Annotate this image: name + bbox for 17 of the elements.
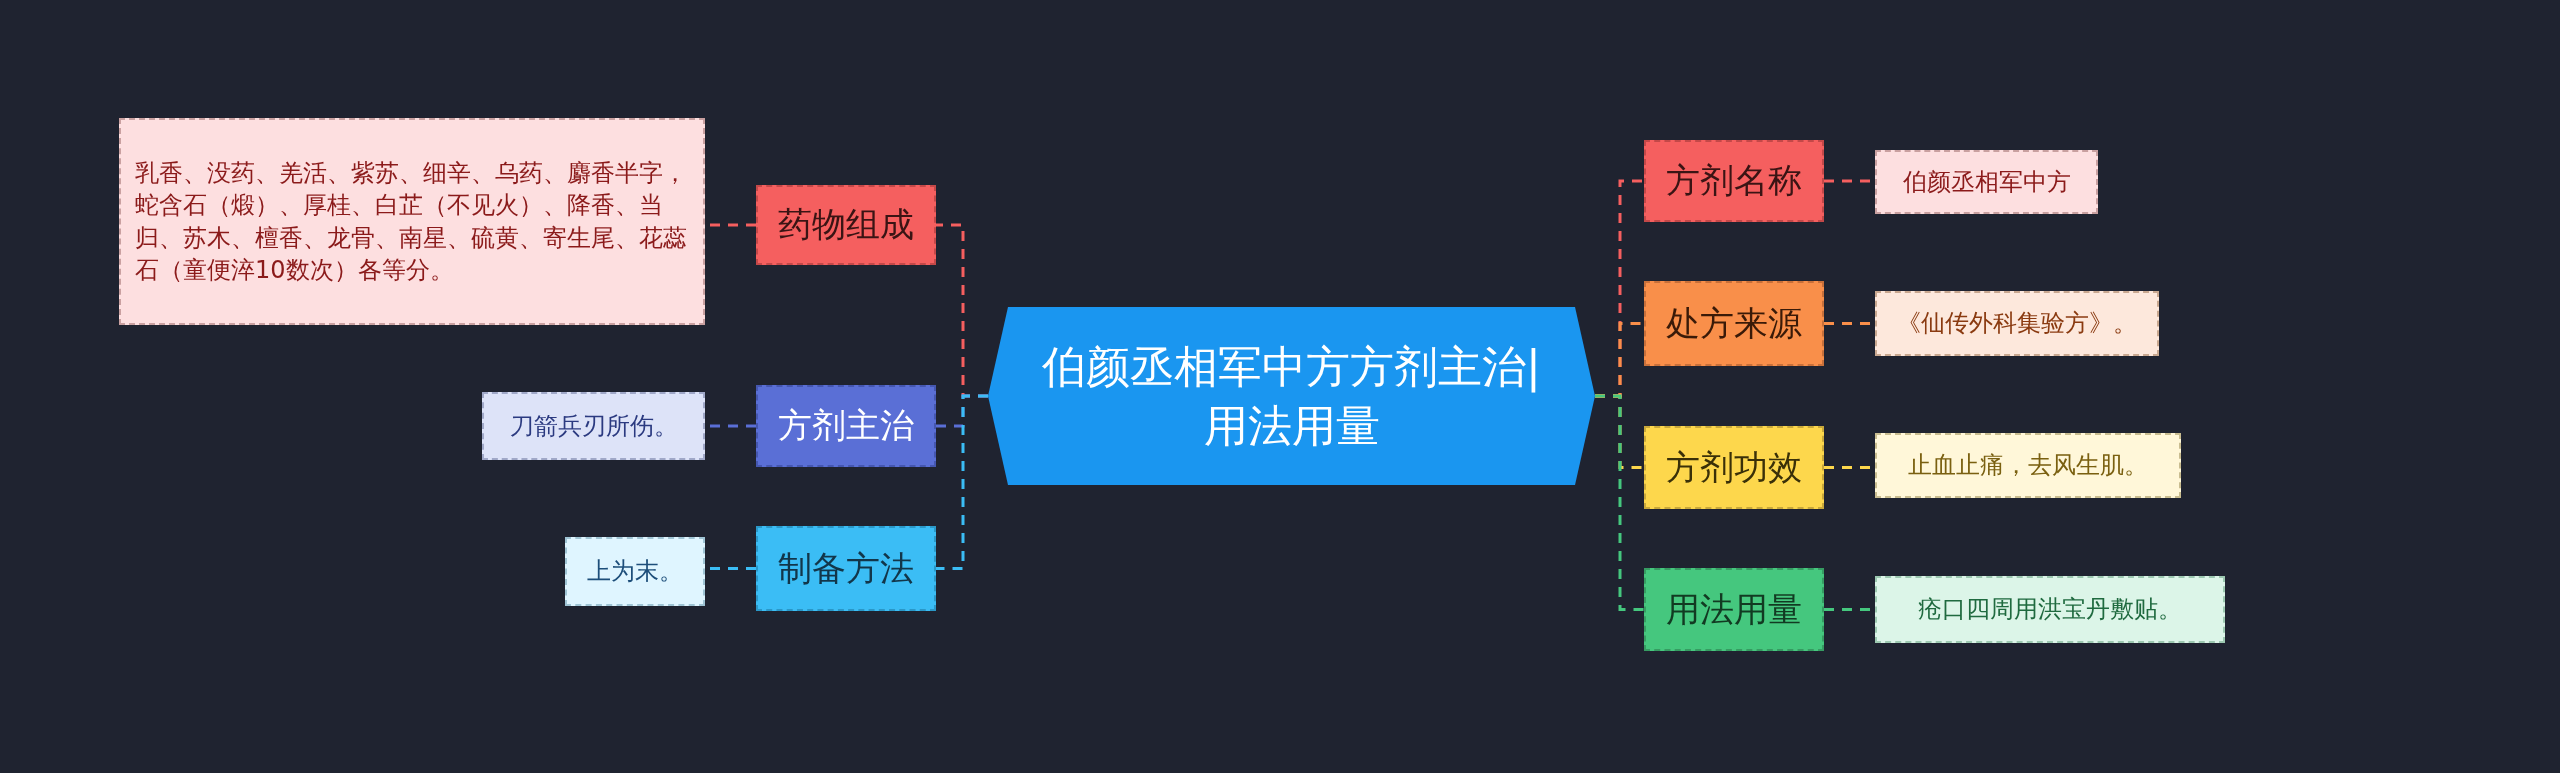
connector-line [1595,394,1644,611]
note-box: 伯颜丞相军中方 [1875,150,2098,214]
note-box: 乳香、没药、羌活、紫苏、细辛、乌药、麝香半字，蛇含石（煅）、厚桂、白芷（不见火）、降香、当归、苏木、檀香、龙骨、南星、硫黄、寄生尾、花蕊石（童便淬10数次）各等分。 [119,118,705,325]
branch-box: 制备方法 [756,526,936,611]
branch-box: 药物组成 [756,185,936,265]
note-box: 止血止痛，去风生肌。 [1875,433,2181,498]
branch-box: 用法用量 [1644,568,1824,651]
topic-hexagon: 伯颜丞相军中方方剂主治|用法用量 [988,307,1595,485]
branch-box: 方剂功效 [1644,426,1824,509]
branch-box: 处方来源 [1644,281,1824,366]
note-box: 《仙传外科集验方》。 [1875,291,2159,356]
connector-line [936,394,988,570]
note-box: 疮口四周用洪宝丹敷贴。 [1875,576,2225,643]
branch-box: 方剂主治 [756,385,936,467]
note-box: 上为末。 [565,537,705,606]
note-box: 刀箭兵刃所伤。 [482,392,705,460]
branch-box: 方剂名称 [1644,140,1824,222]
